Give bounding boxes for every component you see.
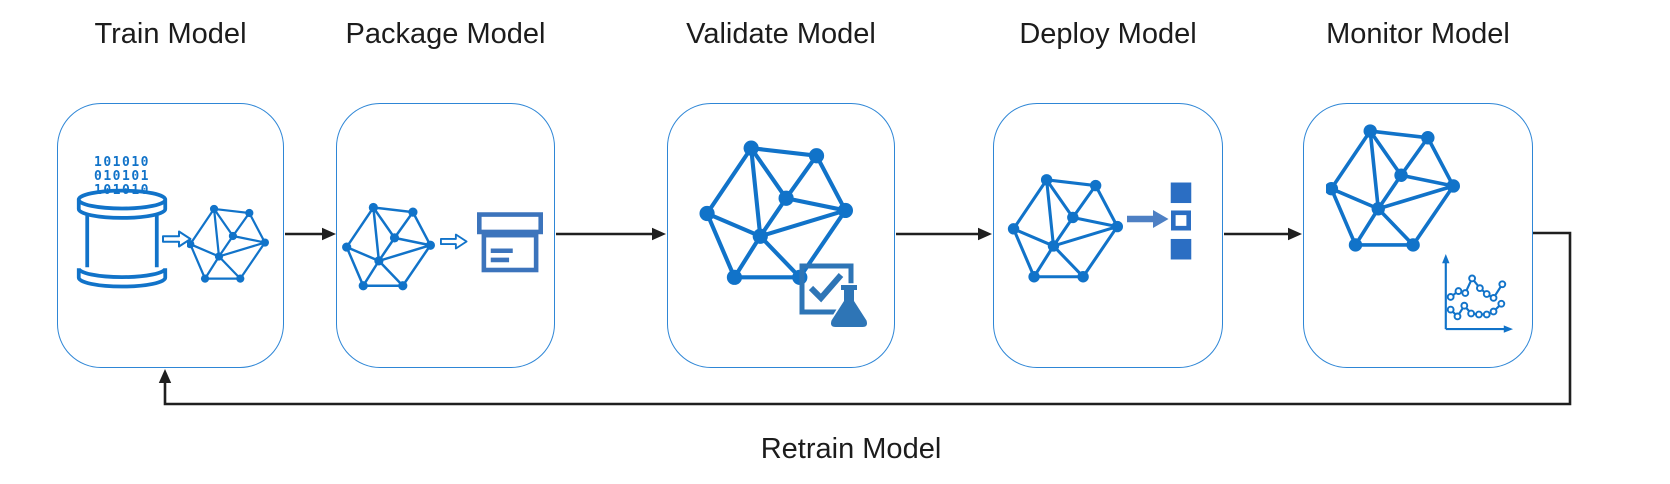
- flow-arrow-train-to-package: [285, 227, 336, 241]
- stage-title-validate: Validate Model: [686, 18, 876, 50]
- stage-title-package: Package Model: [345, 18, 546, 50]
- stage-card-monitor: [1303, 103, 1533, 368]
- stage-card-train: 101010 010101 101010: [57, 103, 284, 368]
- stage-card-deploy: [993, 103, 1223, 368]
- network-graph-icon: [341, 202, 437, 294]
- database-icon: [75, 185, 169, 295]
- metrics-chart-icon: [1438, 253, 1514, 335]
- deploy-arrow-icon: [1127, 208, 1169, 230]
- stage-title-monitor: Monitor Model: [1326, 18, 1510, 50]
- flow-arrow-validate-to-deploy: [896, 227, 992, 241]
- stage-title-train: Train Model: [94, 18, 247, 50]
- flow-arrow-deploy-to-monitor: [1224, 227, 1302, 241]
- retrain-label: Retrain Model: [760, 433, 942, 465]
- network-graph-icon: [1326, 121, 1460, 259]
- deployment-stack-icon: [1170, 182, 1192, 260]
- network-graph-icon: [187, 200, 269, 290]
- stage-card-package: [336, 103, 555, 368]
- transform-arrow-icon: [440, 233, 468, 250]
- package-box-icon: [477, 212, 543, 273]
- checkmark-flask-icon: [798, 258, 871, 331]
- stage-card-validate: [667, 103, 895, 368]
- binary-data-icon: 101010 010101 101010: [94, 155, 150, 198]
- flow-arrow-package-to-validate: [556, 227, 666, 241]
- network-graph-icon: [1007, 173, 1125, 287]
- stage-title-deploy: Deploy Model: [1019, 18, 1197, 50]
